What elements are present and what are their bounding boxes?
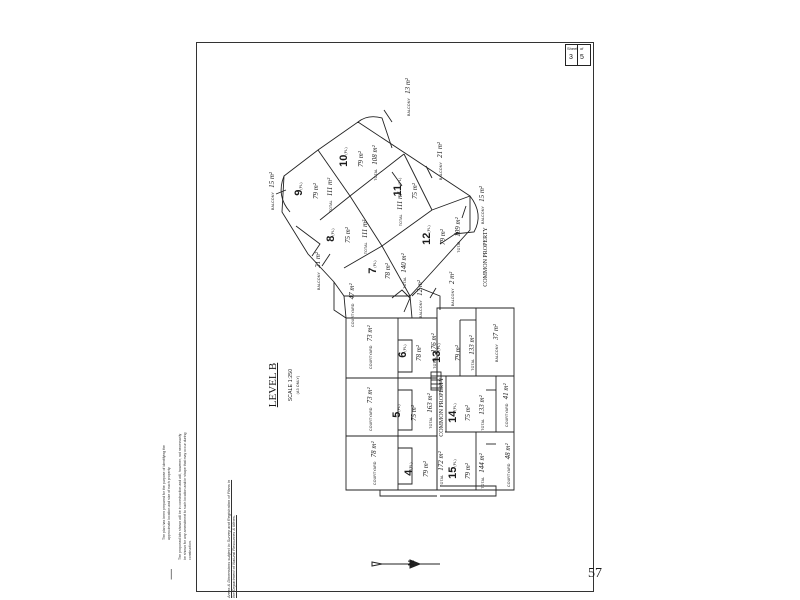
plan-sheet: [196, 42, 594, 592]
unit-6-courtyard: COURTYARD 73 m²: [366, 325, 374, 369]
unit-15-courtyard: COURTYARD 48 m²: [504, 443, 512, 487]
unit-4-courtyard: COURTYARD 78 m²: [370, 441, 378, 485]
lower-block-right-outline: [436, 307, 515, 491]
unit-13-balcony: BALCONY 37 m²: [492, 323, 500, 363]
unit-11-total: TOTAL 111 m²: [396, 191, 404, 227]
unit-9-total: TOTAL 111 m²: [326, 177, 334, 213]
unit-14-courtyard: COURTYARD 41 m²: [502, 383, 510, 427]
unit-13-label: 13(PL): [431, 343, 443, 363]
sheet-label: Sheet: [567, 46, 578, 51]
left-margin-mark: |: [170, 566, 173, 580]
unit-12-total: TOTAL 109 m²: [454, 217, 462, 253]
sheet-number-box: Sheet of 3 5: [565, 44, 591, 66]
note-right: Areas & Dimensions subject to Survey and…: [226, 479, 236, 598]
unit-15-total: TOTAL 144 m²: [478, 453, 486, 489]
sheet-total: 5: [580, 54, 584, 61]
balcony-2-label: BALCONY 2 m²: [448, 271, 456, 307]
unit-11-balcony: BALCONY 21 m²: [436, 141, 444, 181]
north-label: N: [407, 560, 416, 566]
unit-10-balcony: BALCONY 13 m²: [404, 77, 412, 117]
unit-12-balcony: BALCONY 15 m²: [478, 185, 486, 225]
unit-8-balcony: BALCONY 21 m²: [314, 251, 322, 291]
unit-14-total: TOTAL 133 m²: [478, 395, 486, 431]
note-middle: The proposed lots shown will be in const…: [178, 432, 192, 560]
unit-7-courtyard: COURTYARD 47 m²: [348, 283, 356, 327]
unit-5-courtyard: COURTYARD 73 m²: [366, 387, 374, 431]
sheet-number: 3: [569, 54, 573, 61]
sheet-of-label: of: [580, 46, 584, 51]
common-property-lower: COMMON PROPERTY: [439, 377, 445, 437]
page-number: 57: [588, 566, 602, 581]
unit-13-total: TOTAL 133 m²: [468, 335, 476, 371]
common-property-upper: COMMON PROPERTY: [483, 227, 489, 287]
unit-10-total: TOTAL 108 m²: [371, 145, 379, 181]
north-arrow-icon: [371, 559, 440, 569]
scale-sublabel: (A3 ONLY): [296, 375, 300, 395]
balcony-12-label: BALCONY 12 m²: [416, 279, 424, 319]
note-left: The plan has been prepared for the purpo…: [162, 445, 171, 540]
unit-9-balcony: BALCONY 15 m²: [268, 171, 276, 211]
upper-block-outline: [281, 121, 471, 297]
unit-8-area: 75 m²: [344, 227, 352, 243]
